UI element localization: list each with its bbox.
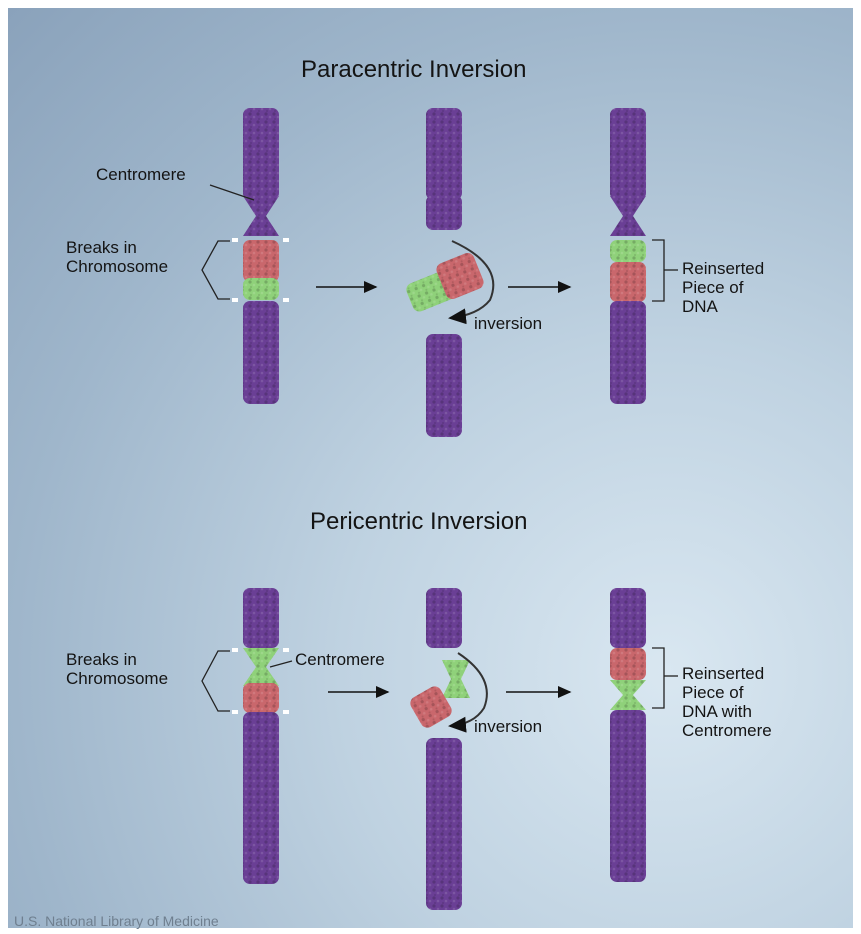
- segment-green: [610, 240, 646, 262]
- break-marker: [283, 298, 289, 302]
- label-centromere: Centromere: [96, 165, 186, 184]
- segment-red: [243, 240, 279, 282]
- chromosome-arm: [426, 334, 462, 437]
- centromere: [610, 680, 646, 710]
- segment-red: [610, 648, 646, 680]
- chromosome-arm: [426, 738, 462, 910]
- chromosome-arm: [610, 108, 646, 200]
- credit-text: U.S. National Library of Medicine: [14, 913, 219, 929]
- centromere-pointer: [270, 661, 292, 667]
- panel-title-paracentric: Paracentric Inversion: [301, 56, 526, 84]
- chromosome-arm: [243, 108, 279, 200]
- break-marker: [283, 648, 289, 652]
- break-marker: [283, 238, 289, 242]
- chromosome-arm: [610, 301, 646, 404]
- reinserted-bracket: [652, 240, 664, 301]
- chromosome-arm: [243, 712, 279, 884]
- breaks-bracket: [202, 241, 230, 299]
- centromere: [243, 196, 279, 236]
- label-breaks-in-chromosome: Breaks in Chromosome: [66, 238, 168, 276]
- chromosome-arm: [243, 301, 279, 404]
- chromosome-arm: [610, 710, 646, 882]
- label-inversion: inversion: [474, 717, 542, 736]
- reinserted-bracket: [652, 648, 664, 708]
- centromere: [243, 648, 279, 686]
- centromere: [610, 196, 646, 236]
- break-marker: [232, 238, 238, 242]
- chromosome-arm: [243, 588, 279, 648]
- break-marker: [232, 298, 238, 302]
- panel-title-pericentric: Pericentric Inversion: [310, 508, 527, 536]
- label-breaks-in-chromosome: Breaks in Chromosome: [66, 650, 168, 688]
- centromere: [442, 660, 470, 698]
- label-centromere: Centromere: [295, 650, 385, 669]
- breaks-bracket: [202, 651, 230, 711]
- break-marker: [283, 710, 289, 714]
- segment-green: [243, 278, 279, 300]
- chromosome-arm: [610, 588, 646, 648]
- segment-red: [610, 262, 646, 302]
- label-reinserted-piece: Reinserted Piece of DNA with Centromere: [682, 664, 772, 740]
- chromosome-arm: [426, 195, 462, 230]
- chromosome-arm: [426, 108, 462, 200]
- chromosome-arm: [426, 588, 462, 648]
- label-reinserted-piece: Reinserted Piece of DNA: [682, 259, 764, 316]
- break-marker: [232, 648, 238, 652]
- break-marker: [232, 710, 238, 714]
- label-inversion: inversion: [474, 314, 542, 333]
- segment-red: [243, 683, 279, 713]
